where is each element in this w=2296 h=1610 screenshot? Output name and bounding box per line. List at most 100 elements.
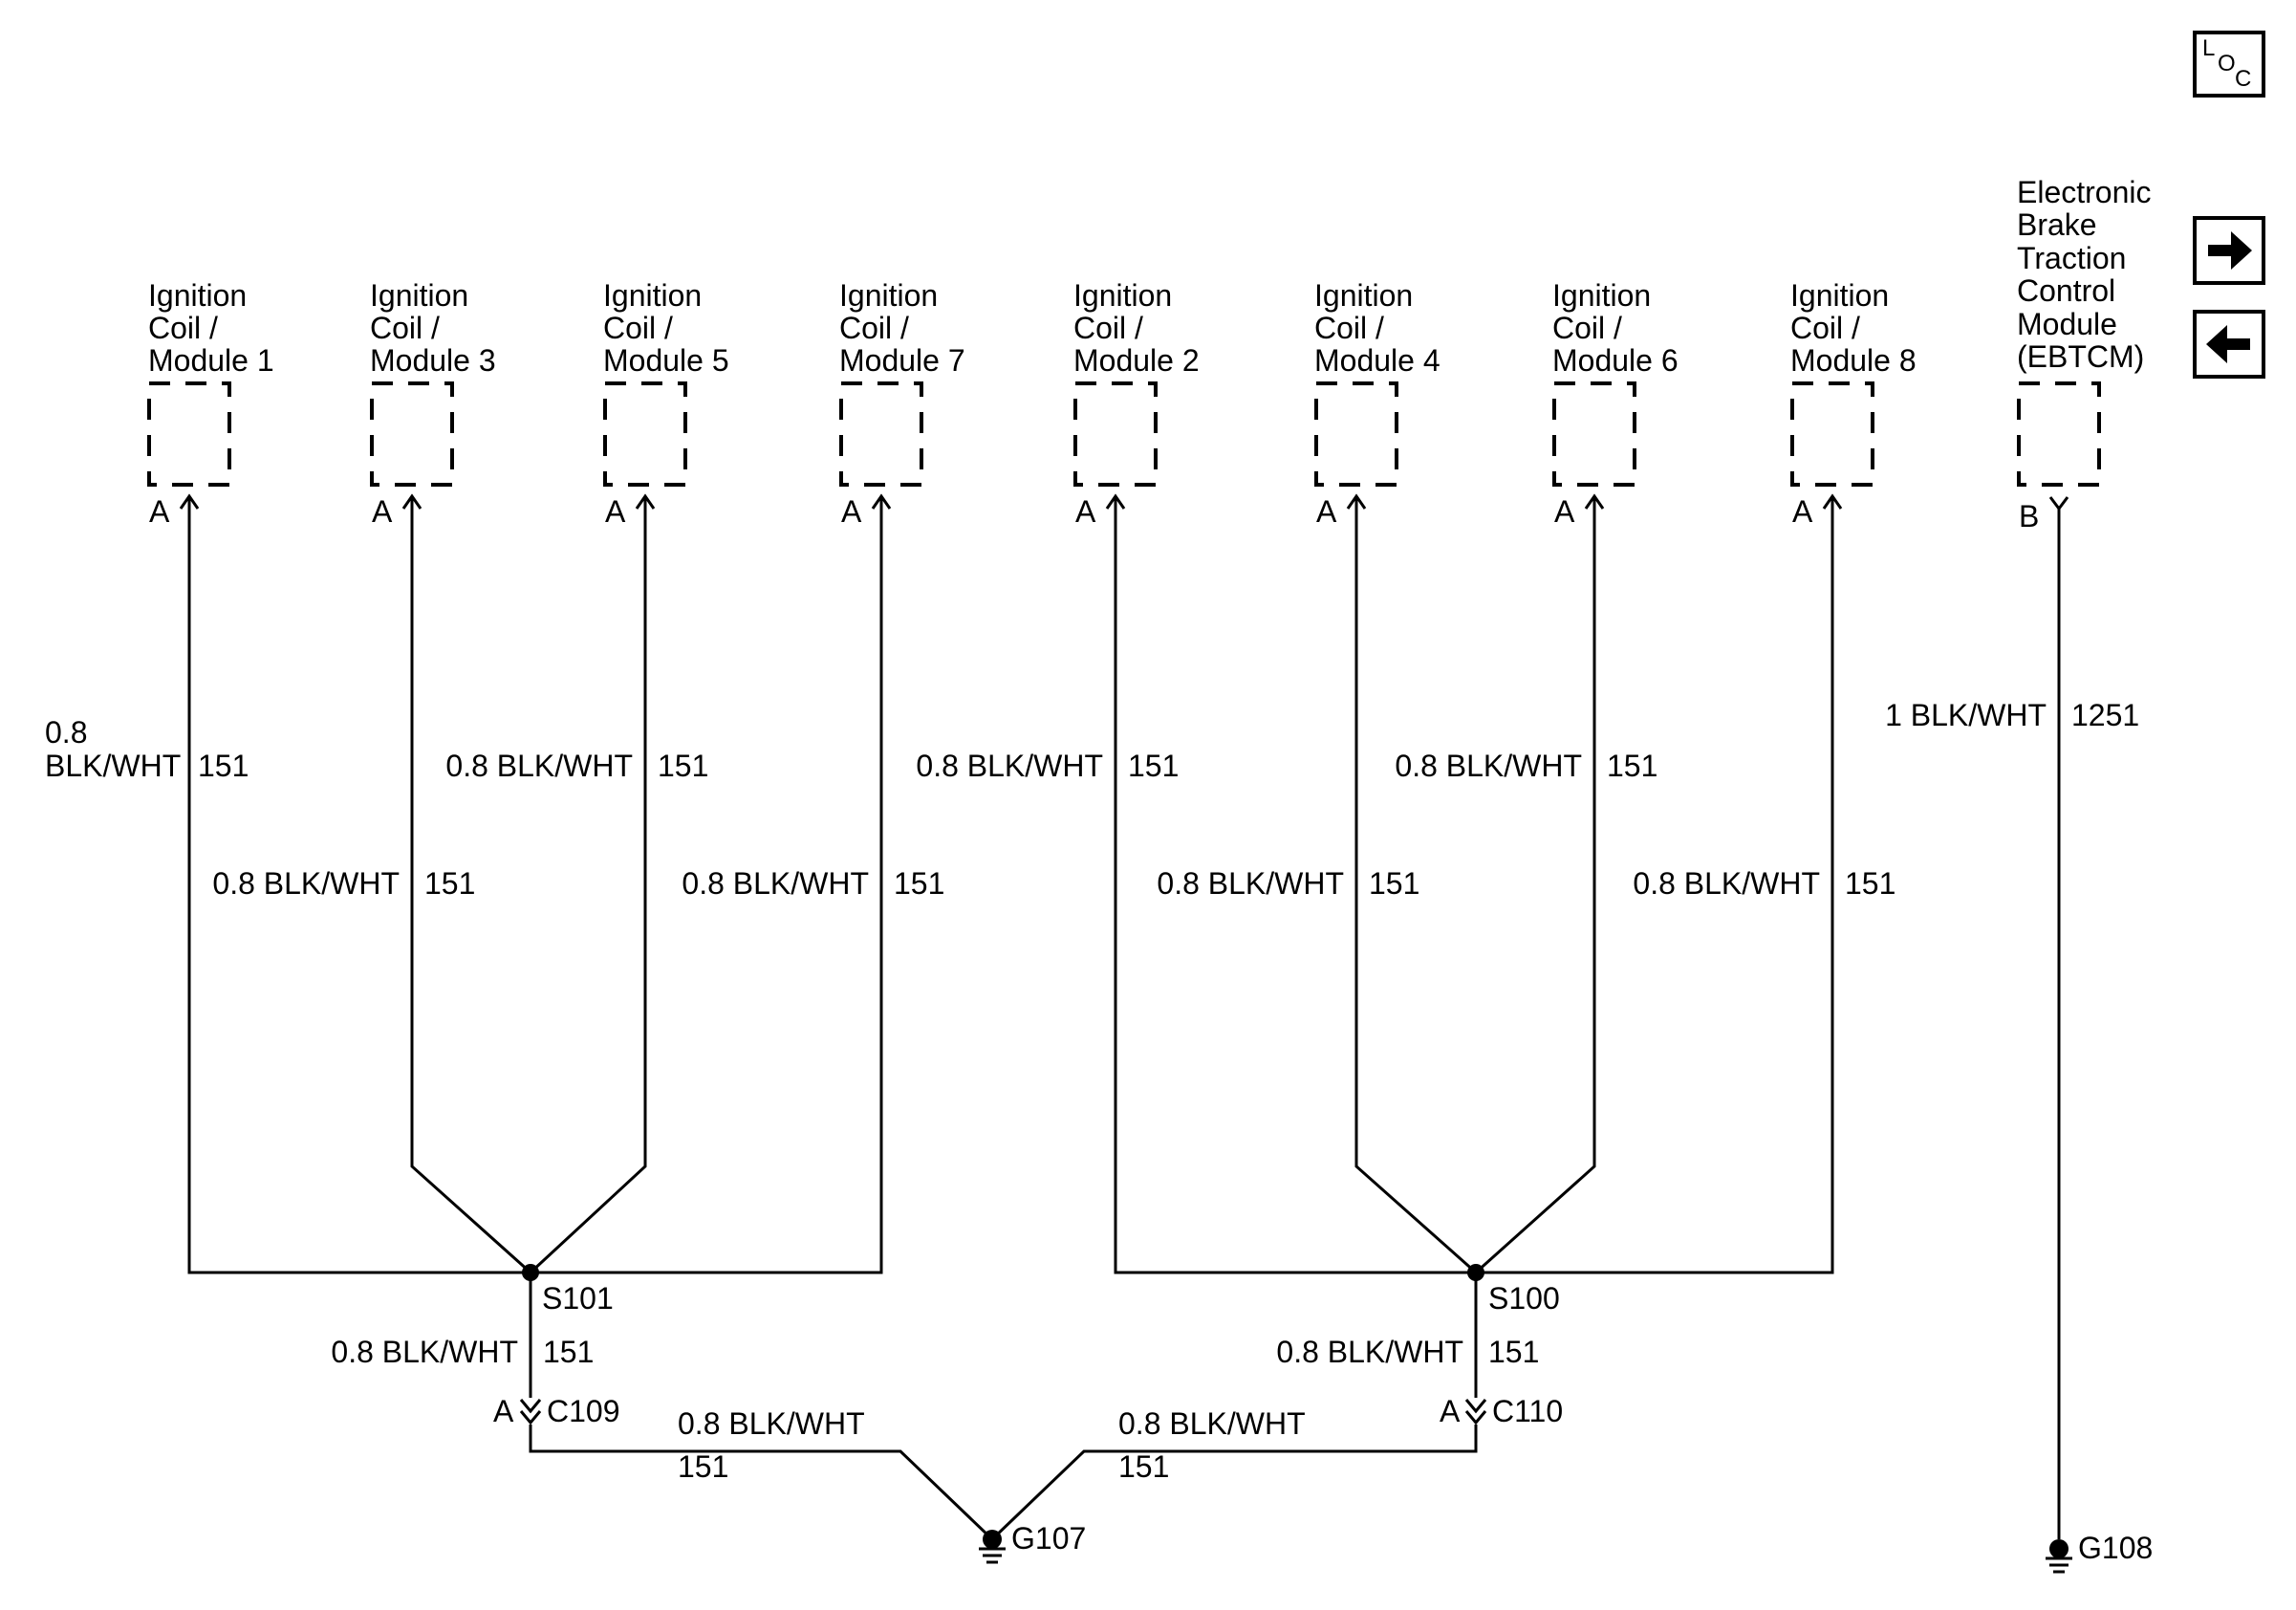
wires-left-group — [187, 496, 994, 1541]
component-box-7 — [839, 381, 923, 487]
component-title-6: Ignition Coil / Module 6 — [1552, 278, 1679, 378]
svg-text:Coil /: Coil / — [148, 311, 218, 345]
location-icon[interactable]: L O C — [2193, 31, 2265, 98]
connector-c109-pin: A — [493, 1394, 514, 1428]
loc-letter-c: C — [2235, 66, 2251, 92]
svg-text:151: 151 — [1607, 749, 1657, 783]
arrow-left-icon[interactable] — [2193, 310, 2265, 379]
svg-text:Module 2: Module 2 — [1073, 343, 1200, 378]
ground-g107-label: G107 — [1011, 1521, 1086, 1556]
svg-text:151: 151 — [1118, 1449, 1169, 1484]
svg-text:1251: 1251 — [2071, 698, 2139, 732]
svg-text:Electronic: Electronic — [2017, 175, 2152, 209]
splice-s101-label: S101 — [542, 1281, 614, 1316]
svg-text:0.8 BLK/WHT: 0.8 BLK/WHT — [212, 866, 400, 901]
svg-text:151: 151 — [894, 866, 944, 901]
component-box-5 — [603, 381, 687, 487]
pin-label-3: A — [372, 494, 393, 529]
svg-text:Ignition: Ignition — [1314, 278, 1413, 313]
svg-text:0.8 BLK/WHT: 0.8 BLK/WHT — [682, 866, 869, 901]
svg-text:0.8 BLK/WHT: 0.8 BLK/WHT — [1276, 1335, 1463, 1369]
svg-text:0.8 BLK/WHT: 0.8 BLK/WHT — [1157, 866, 1344, 901]
svg-text:(EBTCM): (EBTCM) — [2017, 339, 2144, 374]
component-title-7: Ignition Coil / Module 7 — [839, 278, 965, 378]
svg-text:Module 1: Module 1 — [148, 343, 274, 378]
pin-label-8: A — [1792, 494, 1813, 529]
ground-icon-g108 — [2046, 1539, 2072, 1574]
svg-text:Ignition: Ignition — [839, 278, 938, 313]
pin-arrows — [179, 493, 2069, 511]
svg-text:1 BLK/WHT: 1 BLK/WHT — [1885, 698, 2047, 732]
component-box-ebtcm — [2017, 381, 2101, 487]
svg-text:Module 5: Module 5 — [603, 343, 729, 378]
wire-label-7: 0.8 BLK/WHT 151 — [682, 866, 944, 901]
svg-text:151: 151 — [1845, 866, 1895, 901]
connector-symbol-c110 — [1464, 1399, 1487, 1425]
component-title-2: Ignition Coil / Module 2 — [1073, 278, 1200, 378]
svg-text:Coil /: Coil / — [839, 311, 909, 345]
wire-label-6: 0.8 BLK/WHT 151 — [1395, 749, 1657, 783]
svg-text:Ignition: Ignition — [603, 278, 702, 313]
component-box-2 — [1073, 381, 1158, 487]
svg-text:0.8: 0.8 — [45, 715, 87, 750]
splice-wire-label-s101: 0.8 BLK/WHT 151 — [331, 1335, 594, 1369]
svg-text:151: 151 — [1488, 1335, 1539, 1369]
loc-letter-o: O — [2218, 51, 2236, 76]
wire-label-8: 0.8 BLK/WHT 151 — [1633, 866, 1895, 901]
wire-label-3: 0.8 BLK/WHT 151 — [212, 866, 475, 901]
wire-label-2: 0.8 BLK/WHT 151 — [916, 749, 1179, 783]
svg-text:Module 6: Module 6 — [1552, 343, 1679, 378]
svg-text:151: 151 — [198, 749, 249, 783]
component-box-1 — [147, 381, 231, 487]
connector-c110-pin: A — [1440, 1394, 1461, 1428]
component-box-6 — [1552, 381, 1636, 487]
svg-text:151: 151 — [1128, 749, 1179, 783]
pin-label-4: A — [1316, 494, 1337, 529]
component-title-8: Ignition Coil / Module 8 — [1790, 278, 1917, 378]
svg-text:Coil /: Coil / — [370, 311, 440, 345]
svg-text:Traction: Traction — [2017, 241, 2126, 275]
loc-letter-l: L — [2202, 35, 2215, 61]
splice-dot-s101 — [522, 1264, 539, 1281]
component-title-ebtcm: Electronic Brake Traction Control Module… — [2017, 175, 2152, 374]
pin-label-2: A — [1075, 494, 1096, 529]
svg-text:151: 151 — [543, 1335, 594, 1369]
pin-label-1: A — [149, 494, 170, 529]
pin-label-6: A — [1554, 494, 1575, 529]
svg-text:Ignition: Ignition — [1790, 278, 1889, 313]
pin-label-ebtcm: B — [2019, 499, 2039, 533]
connector-c110-label: C110 — [1492, 1394, 1563, 1428]
svg-text:151: 151 — [678, 1449, 728, 1484]
component-title-5: Ignition Coil / Module 5 — [603, 278, 729, 378]
svg-text:0.8 BLK/WHT: 0.8 BLK/WHT — [331, 1335, 518, 1369]
component-box-3 — [370, 381, 454, 487]
svg-text:0.8 BLK/WHT: 0.8 BLK/WHT — [1395, 749, 1582, 783]
ground-wire-label-right: 0.8 BLK/WHT 151 — [1118, 1406, 1306, 1484]
svg-text:0.8 BLK/WHT: 0.8 BLK/WHT — [1118, 1406, 1306, 1441]
component-title-3: Ignition Coil / Module 3 — [370, 278, 496, 378]
svg-text:Ignition: Ignition — [1073, 278, 1172, 313]
svg-text:Coil /: Coil / — [1073, 311, 1143, 345]
svg-text:0.8 BLK/WHT: 0.8 BLK/WHT — [445, 749, 633, 783]
component-title-1: Ignition Coil / Module 1 — [148, 278, 274, 378]
svg-text:Module 4: Module 4 — [1314, 343, 1440, 378]
arrow-right-icon[interactable] — [2193, 216, 2265, 285]
svg-text:Coil /: Coil / — [1552, 311, 1622, 345]
svg-text:151: 151 — [424, 866, 475, 901]
wires-right-group — [990, 496, 1834, 1541]
connector-c109-label: C109 — [547, 1394, 620, 1428]
svg-text:Control: Control — [2017, 273, 2115, 308]
ground-icon-g107 — [979, 1530, 1006, 1564]
svg-text:151: 151 — [658, 749, 708, 783]
pin-label-7: A — [841, 494, 862, 529]
svg-text:BLK/WHT: BLK/WHT — [45, 749, 181, 783]
wire-label-5: 0.8 BLK/WHT 151 — [445, 749, 708, 783]
svg-text:Ignition: Ignition — [370, 278, 468, 313]
svg-text:Coil /: Coil / — [1314, 311, 1384, 345]
pin-label-5: A — [605, 494, 626, 529]
svg-text:Coil /: Coil / — [603, 311, 673, 345]
svg-text:Ignition: Ignition — [1552, 278, 1651, 313]
connector-symbol-c109 — [519, 1399, 542, 1425]
svg-text:Ignition: Ignition — [148, 278, 247, 313]
